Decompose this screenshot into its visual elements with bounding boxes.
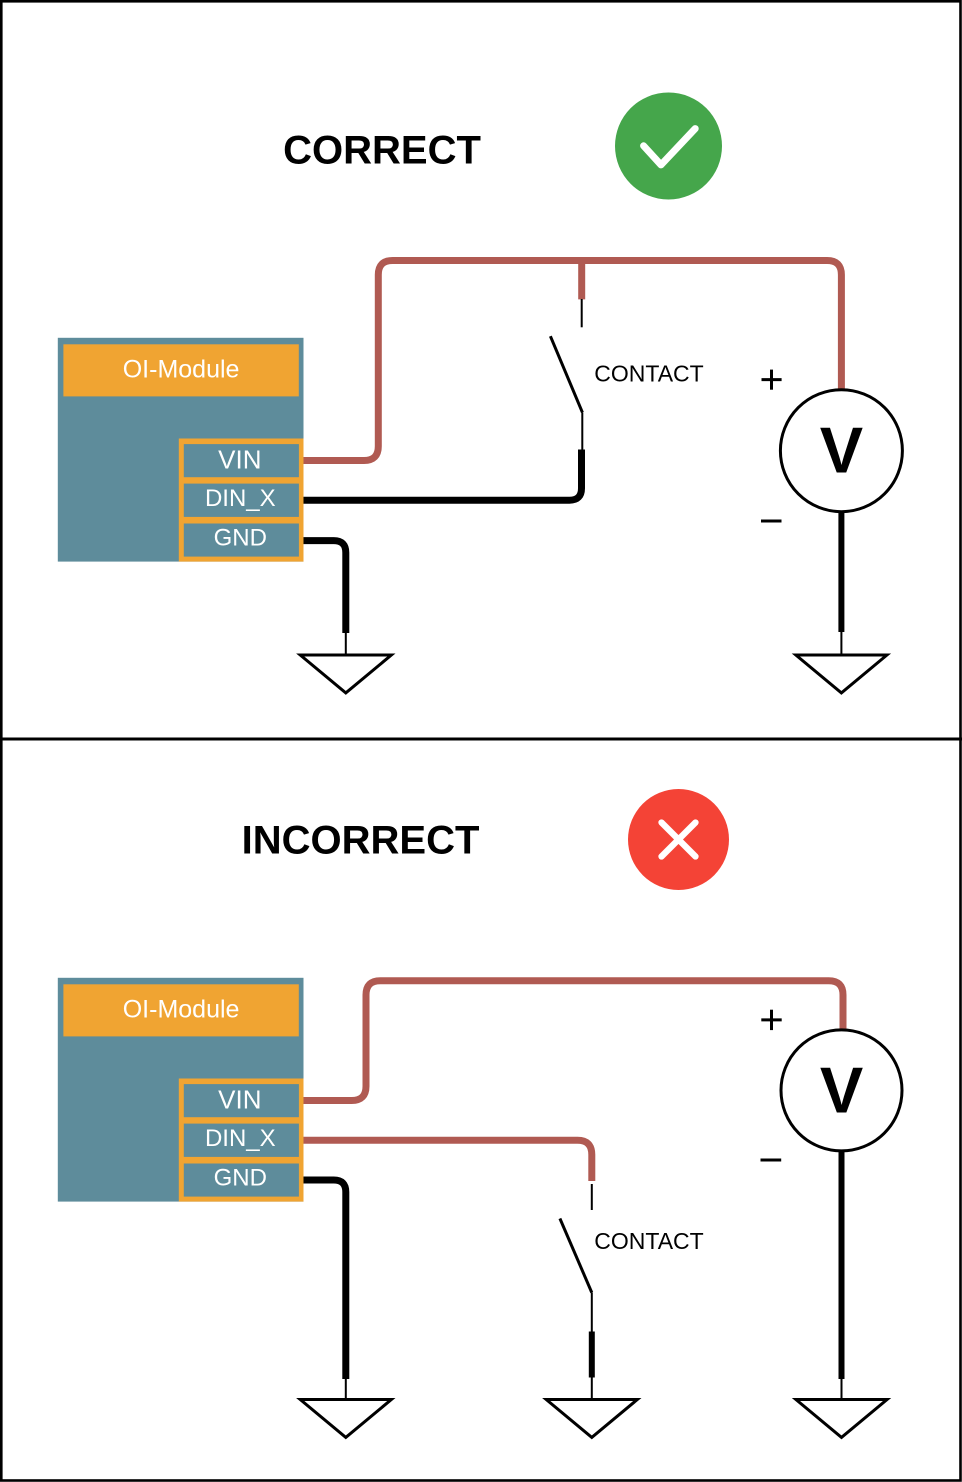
svg-text:GND: GND [214,525,267,552]
svg-text:V: V [820,414,863,487]
svg-text:GND: GND [214,1165,267,1192]
svg-text:VIN: VIN [218,1084,261,1114]
svg-text:VIN: VIN [218,444,261,474]
svg-text:INCORRECT: INCORRECT [242,819,480,863]
svg-text:CORRECT: CORRECT [283,129,481,173]
svg-text:DIN_X: DIN_X [205,1125,276,1152]
svg-text:DIN_X: DIN_X [205,485,276,512]
svg-text:CONTACT: CONTACT [594,361,703,387]
svg-text:V: V [820,1053,863,1126]
svg-text:OI-Module: OI-Module [123,996,240,1024]
svg-text:OI-Module: OI-Module [123,356,240,384]
svg-text:CONTACT: CONTACT [594,1228,703,1254]
